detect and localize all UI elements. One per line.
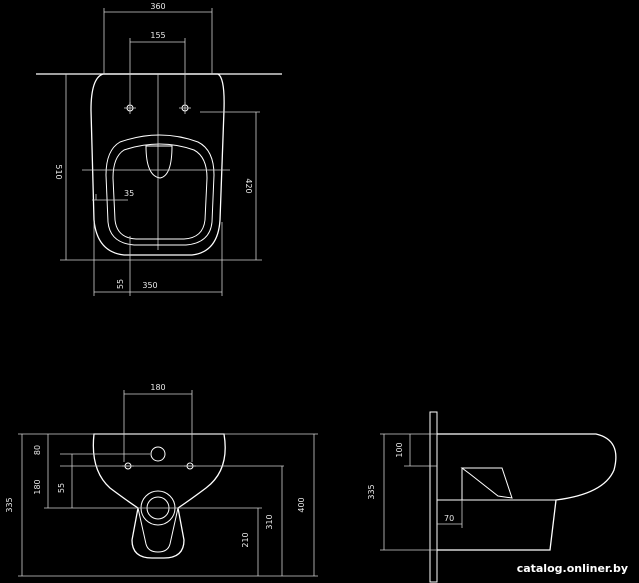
dim-label: 510: [54, 164, 63, 179]
dim-front-offset-80: 80: [33, 434, 49, 466]
dim-label: 210: [241, 532, 250, 547]
top-view: 360 155 510 420 35 55: [36, 2, 282, 296]
dim-label: 70: [444, 514, 454, 523]
seat-inner: [112, 143, 208, 240]
credit-watermark: catalog.onliner.by: [517, 562, 628, 575]
front-bowl-outline: [92, 433, 226, 559]
dim-label: 420: [244, 178, 253, 193]
dim-side-offset-70: 70: [437, 500, 463, 528]
dim-front-height-310: 310: [265, 466, 283, 576]
front-view: 180 335 80 180 55 400: [5, 383, 318, 577]
dim-label: 180: [150, 383, 165, 392]
dim-label: 310: [265, 514, 274, 529]
dim-label: 55: [116, 279, 125, 289]
front-neck: [137, 507, 179, 553]
side-bowl-outline: [437, 433, 617, 551]
side-view: 100 335 70: [367, 411, 617, 583]
dim-front-offset-180: 180: [33, 466, 49, 508]
dim-front-height-400: 400: [297, 434, 315, 576]
inlet-hole: [150, 446, 166, 462]
dim-label: 335: [367, 484, 376, 499]
dim-label: 100: [395, 442, 404, 457]
dim-label: 80: [33, 445, 42, 455]
dim-label: 400: [297, 497, 306, 512]
dim-front-height-210: 210: [241, 508, 259, 576]
dim-offset-55: 55: [116, 236, 131, 296]
dim-width-total: 360: [103, 2, 213, 74]
dim-label: 55: [57, 483, 66, 493]
dim-side-offset-100: 100: [395, 434, 411, 466]
dim-front-spacing: 180: [123, 383, 193, 462]
side-seat: [460, 467, 513, 499]
top-outline: [90, 73, 225, 256]
dim-offset-35: 35: [95, 189, 134, 200]
dim-front-height-335: 335: [5, 434, 23, 576]
dim-hole-spacing: 155: [129, 31, 186, 104]
dim-label: 350: [142, 281, 157, 290]
dim-side-height-335: 335: [367, 434, 385, 550]
dim-front-offset-55: 55: [57, 454, 73, 508]
dim-label: 35: [124, 189, 134, 198]
dim-label: 180: [33, 479, 42, 494]
dim-bowl-width: 350: [93, 222, 223, 296]
side-wall: [429, 411, 438, 583]
dim-label: 335: [5, 497, 14, 512]
dim-seat-depth: 420: [200, 111, 260, 260]
dim-label: 155: [150, 31, 165, 40]
seat-outer: [105, 134, 215, 246]
dim-label: 360: [150, 2, 165, 11]
hinge-slot: [145, 145, 173, 179]
